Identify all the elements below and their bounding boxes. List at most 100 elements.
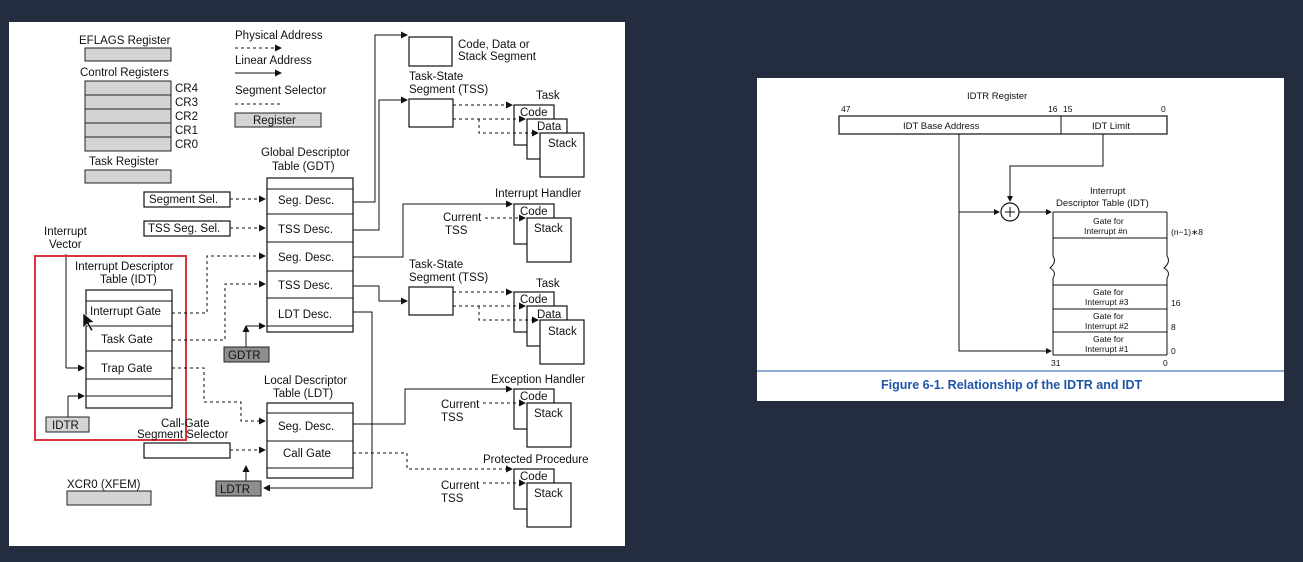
exception-handler-code: Code <box>520 391 548 403</box>
idtr-idt-svg: IDTR Register 47 16 15 0 IDT Base Addres… <box>757 91 1284 392</box>
call-gate-selector-box <box>143 442 231 459</box>
segment-sel-label: Segment Sel. <box>149 194 218 206</box>
offset-n: (n−1)∗8 <box>1171 227 1203 237</box>
ldt-call-gate: Call Gate <box>283 448 331 460</box>
tss1-title-line2: Segment (TSS) <box>409 84 488 96</box>
exception-current-label: Current <box>441 399 480 411</box>
task-register-label: Task Register <box>89 156 159 168</box>
register-legend-label: Register <box>253 115 296 127</box>
gdt-table <box>266 177 354 333</box>
eflags-label: EFLAGS Register <box>79 35 171 47</box>
xcr0-label: XCR0 (XFEM) <box>67 479 141 491</box>
task2-data: Data <box>537 309 562 321</box>
protected-procedure-segments <box>513 468 572 528</box>
idtr-register-box <box>838 115 1168 135</box>
physical-address-label: Physical Address <box>235 30 323 42</box>
protected-procedure-code: Code <box>520 471 548 483</box>
exception-handler-segments <box>513 388 572 448</box>
interrupt-current-label: Current <box>443 212 482 224</box>
system-architecture-svg: EFLAGS Register Control Registers CR4 CR… <box>34 30 588 528</box>
protected-procedure-label: Protected Procedure <box>483 454 588 466</box>
control-registers <box>84 80 172 152</box>
segment-selector-legend-label: Segment Selector <box>235 85 327 97</box>
exception-tss-label: TSS <box>441 412 464 424</box>
idt-highlight-box <box>34 255 187 441</box>
task2-stack: Stack <box>548 326 577 338</box>
cr2-label: CR2 <box>175 111 198 123</box>
interrupt-handler-segments <box>513 203 572 263</box>
task1-data: Data <box>537 121 562 133</box>
right-idt-title-line1: Interrupt <box>1090 186 1126 197</box>
task2-label: Task <box>536 278 560 290</box>
task1-segments <box>513 104 585 178</box>
tss2-title-line1: Task-State <box>409 259 463 271</box>
gate-n-line2: Interrupt #n <box>1084 226 1128 236</box>
gdt-seg-desc-1: Seg. Desc. <box>278 195 334 207</box>
bottom-bit-31: 31 <box>1051 358 1061 368</box>
cr0-label: CR0 <box>175 139 198 151</box>
bit-0-label: 0 <box>1161 104 1166 114</box>
gate-1-line2: Interrupt #1 <box>1085 344 1129 354</box>
idt-limit: IDT Limit <box>1092 121 1130 132</box>
gate-n-line1: Gate for <box>1093 216 1124 226</box>
idt-table <box>85 289 173 409</box>
linear-address-label: Linear Address <box>235 55 312 67</box>
tss-seg-sel-label: TSS Seg. Sel. <box>148 223 220 235</box>
gdt-title-line1: Global Descriptor <box>261 147 350 159</box>
tss1-box <box>408 98 454 128</box>
figure-caption: Figure 6-1. Relationship of the IDTR and… <box>881 378 1142 392</box>
ldtr-label: LDTR <box>220 484 250 496</box>
gdt-title-line2: Table (GDT) <box>272 161 335 173</box>
ldtr-register <box>215 480 262 497</box>
idtr-idt-figure: IDTR Register 47 16 15 0 IDT Base Addres… <box>757 78 1284 401</box>
tss1-title-line1: Task-State <box>409 71 463 83</box>
exception-handler-stack: Stack <box>534 408 563 420</box>
control-registers-label: Control Registers <box>80 67 169 79</box>
ldt-seg-desc: Seg. Desc. <box>278 421 334 433</box>
ldt-table <box>266 402 354 479</box>
task1-label: Task <box>536 90 560 102</box>
gdt-tss-desc-1: TSS Desc. <box>278 224 333 236</box>
gdt-ldt-desc: LDT Desc. <box>278 309 332 321</box>
gdtr-label: GDTR <box>228 350 261 362</box>
gdt-tss-desc-2: TSS Desc. <box>278 280 333 292</box>
gate-3-line1: Gate for <box>1093 287 1124 297</box>
task-register <box>84 169 172 184</box>
task2-code: Code <box>520 294 548 306</box>
cr3-label: CR3 <box>175 97 198 109</box>
code-data-stack-segment <box>408 36 453 67</box>
idt-trap-gate: Trap Gate <box>101 363 152 375</box>
idt-title-line2: Table (IDT) <box>100 274 157 286</box>
right-idt-title-line2: Descriptor Table (IDT) <box>1056 198 1149 209</box>
bottom-bit-0: 0 <box>1163 358 1168 368</box>
gdt-seg-desc-2: Seg. Desc. <box>278 252 334 264</box>
code-data-stack-line2: Stack Segment <box>458 51 537 63</box>
interrupt-vector-line2: Vector <box>49 239 82 251</box>
idtr-label: IDTR <box>52 420 79 432</box>
idt-interrupt-gate: Interrupt Gate <box>90 306 161 318</box>
interrupt-handler-label: Interrupt Handler <box>495 188 581 200</box>
interrupt-handler-stack: Stack <box>534 223 563 235</box>
offset-0: 0 <box>1171 346 1176 356</box>
offset-16: 16 <box>1171 298 1181 308</box>
eflags-register <box>84 47 172 62</box>
call-gate-sel-line2: Segment Selector <box>137 429 229 441</box>
tss2-title-line2: Segment (TSS) <box>409 272 488 284</box>
task2-segments <box>513 291 585 365</box>
mouse-cursor-icon <box>82 312 95 332</box>
gate-2-line2: Interrupt #2 <box>1085 321 1129 331</box>
task1-code: Code <box>520 107 548 119</box>
interrupt-handler-code: Code <box>520 206 548 218</box>
bit-15-label: 15 <box>1063 104 1073 114</box>
exception-handler-label: Exception Handler <box>491 374 585 386</box>
xcr0-register <box>66 490 152 506</box>
gate-2-line1: Gate for <box>1093 311 1124 321</box>
procedure-tss-label: TSS <box>441 493 464 505</box>
bit-47-label: 47 <box>841 104 851 114</box>
call-gate-sel-line1: Call-Gate <box>161 418 210 430</box>
idtr-register-title: IDTR Register <box>967 91 1027 102</box>
gate-1-line1: Gate for <box>1093 334 1124 344</box>
offset-8: 8 <box>1171 322 1176 332</box>
code-data-stack-line1: Code, Data or <box>458 39 530 51</box>
cr1-label: CR1 <box>175 125 198 137</box>
